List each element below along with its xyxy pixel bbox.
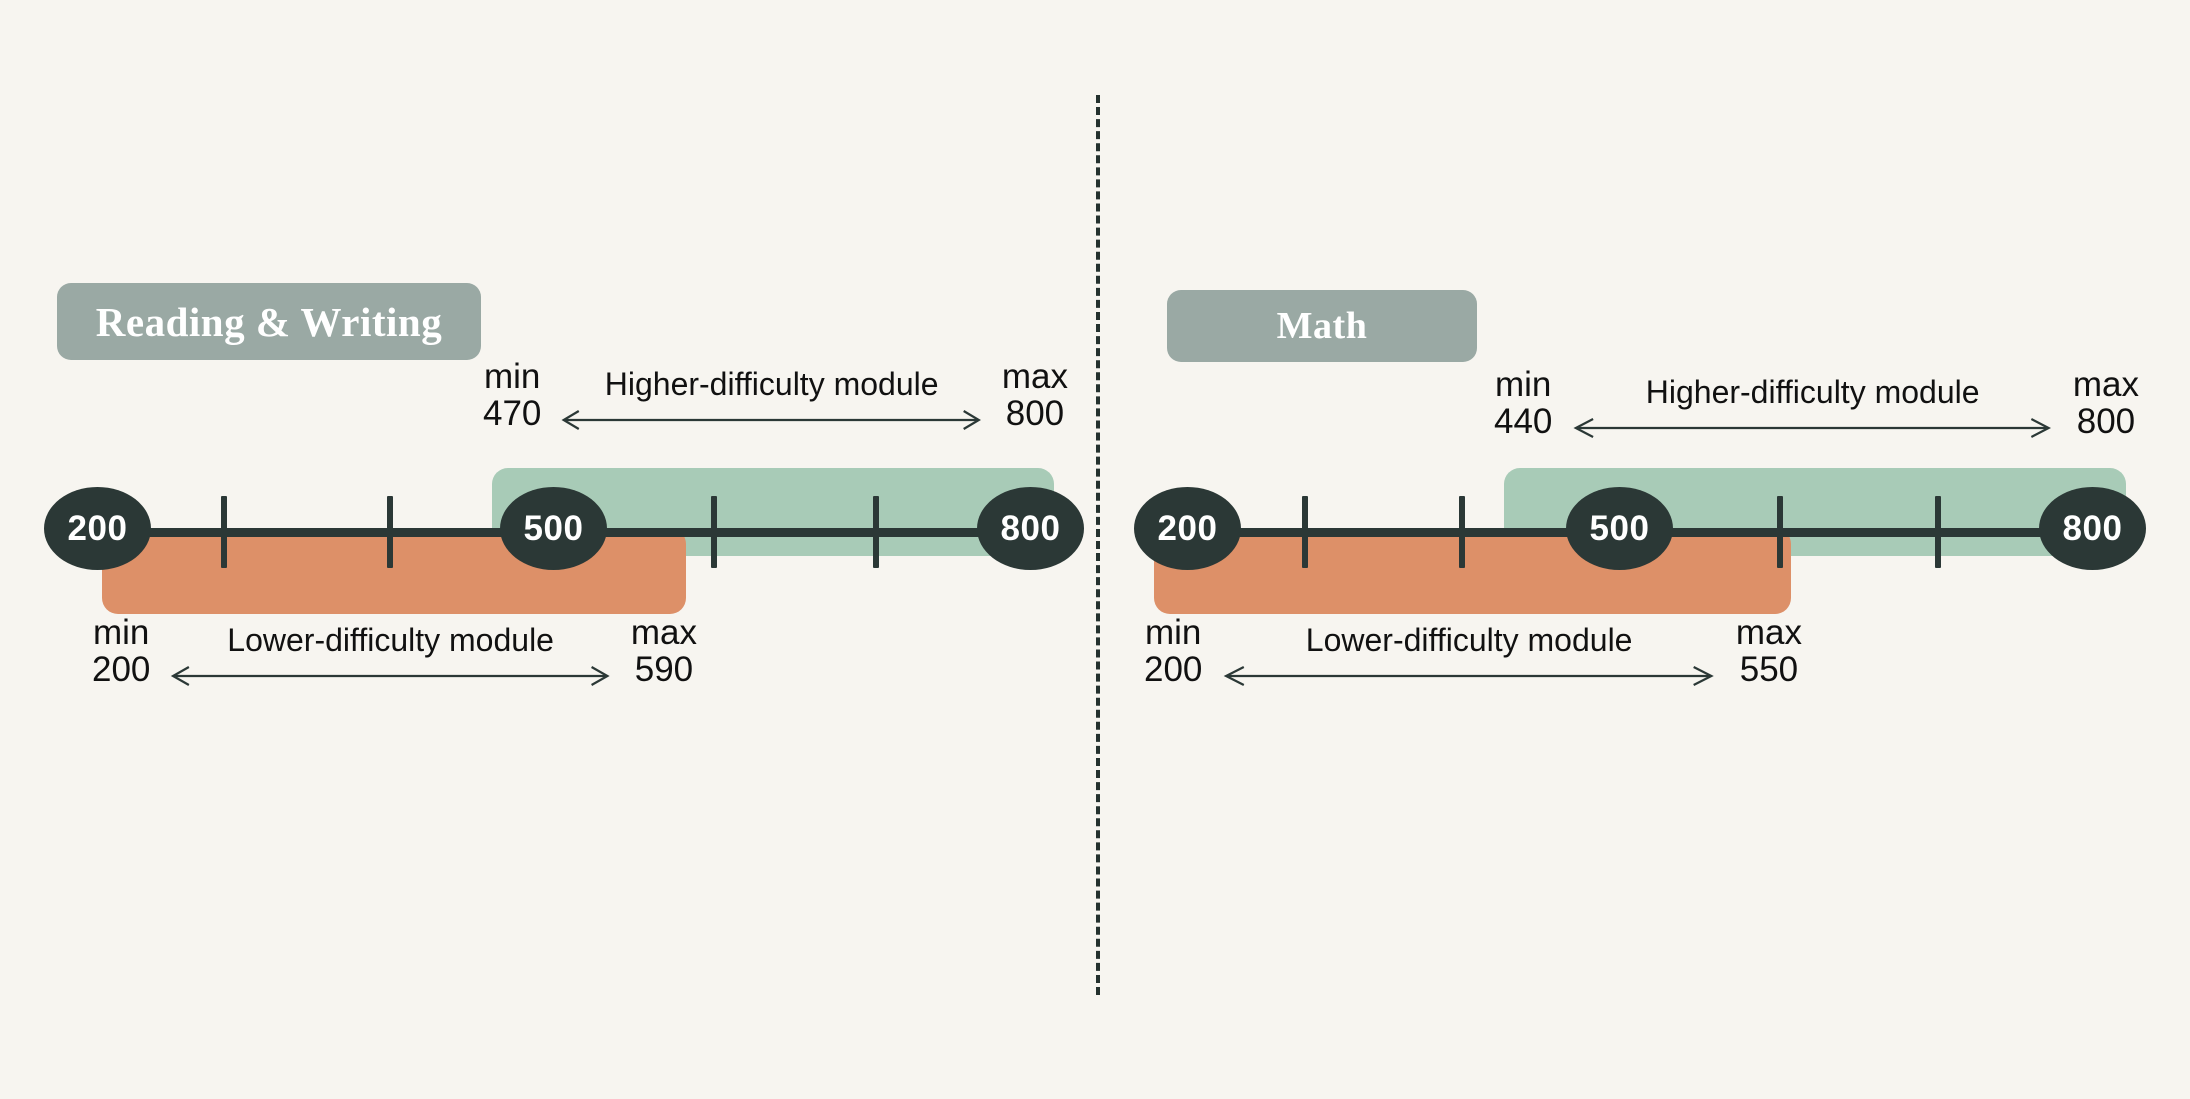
panel-math: Math 200 500 800 min 440 Higher-difficul… <box>1096 0 2190 1099</box>
higher-arrow-wrap-math: Higher-difficulty module <box>1552 374 2072 441</box>
lower-max-caption-math: max <box>1735 613 1802 652</box>
panel-reading-writing: Reading & Writing 200 500 800 min 470 Hi… <box>44 283 1084 689</box>
subject-badge-reading-writing: Reading & Writing <box>57 283 481 360</box>
double-arrow-icon <box>1216 663 1721 689</box>
higher-difficulty-label-math: Higher-difficulty module <box>1645 373 1980 410</box>
lower-max-endcap-rw: max 590 <box>631 614 697 689</box>
lower-max-value-rw: 590 <box>634 650 694 690</box>
lower-min-caption-math: min <box>1145 613 1202 652</box>
panel-divider <box>1096 95 1100 995</box>
higher-max-caption-rw: max <box>1001 357 1068 396</box>
lower-min-caption-rw: min <box>93 613 150 652</box>
higher-max-endcap-rw: max 800 <box>1002 358 1068 433</box>
lower-min-value-math: 200 <box>1144 650 1203 690</box>
lower-arrow-wrap-rw: Lower-difficulty module <box>150 622 630 689</box>
higher-max-caption-math: max <box>2072 365 2139 404</box>
lower-difficulty-label-rw: Lower-difficulty module <box>227 621 554 658</box>
lower-difficulty-label-math: Lower-difficulty module <box>1305 621 1633 658</box>
higher-min-value-math: 440 <box>1494 402 1553 442</box>
higher-difficulty-label-rw: Higher-difficulty module <box>604 365 939 402</box>
score-pill-200-math: 200 <box>1134 487 1241 570</box>
lower-arrow-wrap-math: Lower-difficulty module <box>1202 622 1735 689</box>
lower-difficulty-range-rw: min 200 Lower-difficulty module max 590 <box>92 614 697 689</box>
lower-difficulty-range-math: min 200 Lower-difficulty module max 550 <box>1144 614 1802 689</box>
score-pill-800-math: 800 <box>2039 487 2146 570</box>
lower-min-value-rw: 200 <box>92 650 151 690</box>
tick-400-math <box>1459 496 1465 568</box>
tick-400-rw <box>387 496 393 568</box>
score-pill-500-rw: 500 <box>500 487 607 570</box>
higher-min-endcap-rw: min 470 <box>483 358 541 433</box>
higher-max-endcap-math: max 800 <box>2073 366 2139 441</box>
double-arrow-icon <box>555 407 987 433</box>
score-pill-200-rw: 200 <box>44 487 151 570</box>
score-pill-800-rw: 800 <box>977 487 1084 570</box>
higher-arrow-wrap-rw: Higher-difficulty module <box>541 366 1001 433</box>
lower-min-endcap-math: min 200 <box>1144 614 1202 689</box>
tick-700-math <box>1935 496 1941 568</box>
tick-600-rw <box>711 496 717 568</box>
tick-600-math <box>1777 496 1783 568</box>
higher-difficulty-range-math: min 440 Higher-difficulty module max 800 <box>1494 366 2139 441</box>
higher-min-caption-math: min <box>1495 365 1552 404</box>
higher-min-endcap-math: min 440 <box>1494 366 1552 441</box>
lower-max-caption-rw: max <box>630 613 697 652</box>
score-pill-500-math: 500 <box>1566 487 1673 570</box>
higher-min-value-rw: 470 <box>483 394 542 434</box>
tick-300-rw <box>221 496 227 568</box>
higher-max-value-math: 800 <box>2076 402 2136 442</box>
lower-difficulty-band-math <box>1154 528 1791 614</box>
tick-300-math <box>1302 496 1308 568</box>
double-arrow-icon <box>1566 415 2058 441</box>
subject-badge-math: Math <box>1167 290 1477 362</box>
higher-max-value-rw: 800 <box>1005 394 1065 434</box>
higher-min-caption-rw: min <box>484 357 541 396</box>
lower-max-value-math: 550 <box>1739 650 1799 690</box>
higher-difficulty-range-rw: min 470 Higher-difficulty module max 800 <box>483 358 1068 433</box>
lower-min-endcap-rw: min 200 <box>92 614 150 689</box>
tick-700-rw <box>873 496 879 568</box>
lower-max-endcap-math: max 550 <box>1736 614 1802 689</box>
double-arrow-icon <box>164 663 616 689</box>
